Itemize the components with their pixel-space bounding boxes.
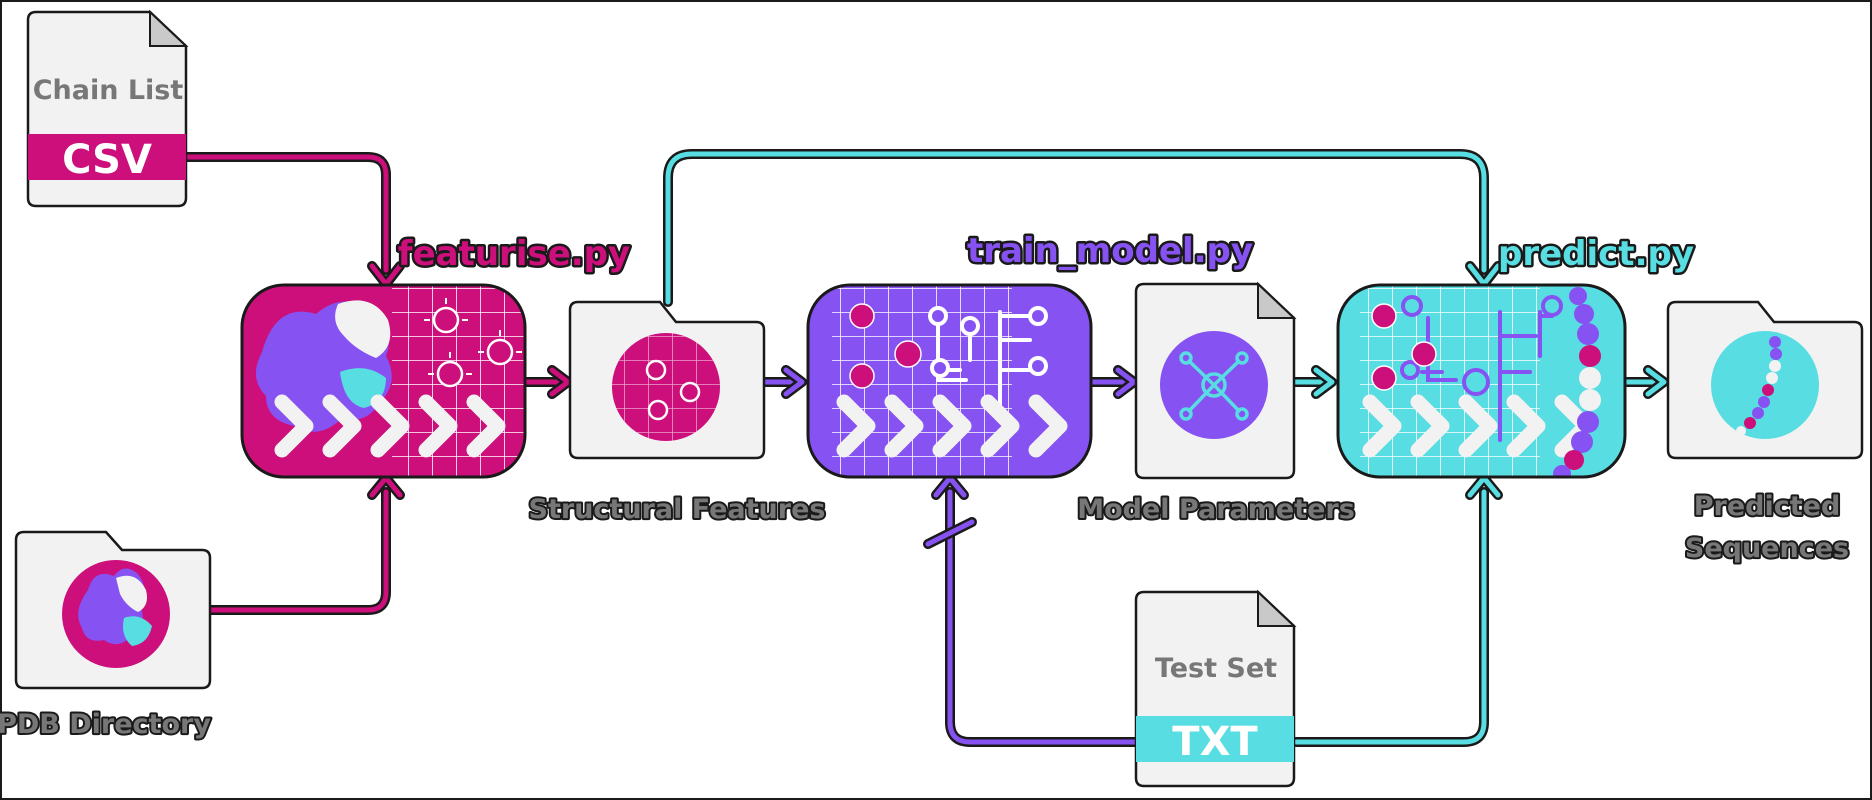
test-set-title: Test Set [1155, 653, 1277, 684]
model-parameters-file: Model Parameters [1075, 281, 1357, 527]
folder-protein-icon [62, 560, 170, 668]
network-node-icon [1160, 331, 1268, 439]
connector-features-to-train [759, 365, 807, 399]
folder-sequence-icon [1711, 331, 1819, 439]
train-model-label: train_model.py [967, 231, 1253, 271]
test-set-txt-file: Test Set TXT [1134, 589, 1297, 788]
model-parameters-label: Model Parameters [1077, 494, 1355, 525]
train-model-process: train_model.py [806, 229, 1256, 479]
pdb-directory-folder: PDB Directory [0, 530, 213, 742]
predicted-sequences-label-line1: Predicted [1694, 491, 1841, 522]
folder-features-icon [612, 333, 720, 441]
chain-list-csv-file: Chain List CSV [26, 9, 189, 208]
txt-format-label: TXT [1172, 719, 1258, 765]
chain-list-title: Chain List [33, 75, 184, 106]
predicted-sequences-folder: Predicted Sequences [1666, 300, 1864, 566]
predict-label: predict.py [1498, 234, 1694, 274]
structural-features-folder: Structural Features [527, 300, 827, 527]
connector-params-to-predict [1289, 365, 1337, 399]
csv-format-label: CSV [62, 137, 152, 183]
connector-featurise-to-features [521, 365, 573, 399]
predicted-sequences-label-line2: Sequences [1685, 533, 1849, 564]
featurise-label: featurise.py [398, 234, 630, 274]
featurise-process: featurise.py [240, 232, 633, 479]
pdb-directory-label: PDB Directory [0, 709, 211, 740]
structural-features-label: Structural Features [529, 494, 826, 525]
predict-process: predict.py [1336, 232, 1696, 479]
connector-train-to-params [1087, 365, 1139, 399]
connector-predict-to-sequences [1621, 365, 1669, 399]
